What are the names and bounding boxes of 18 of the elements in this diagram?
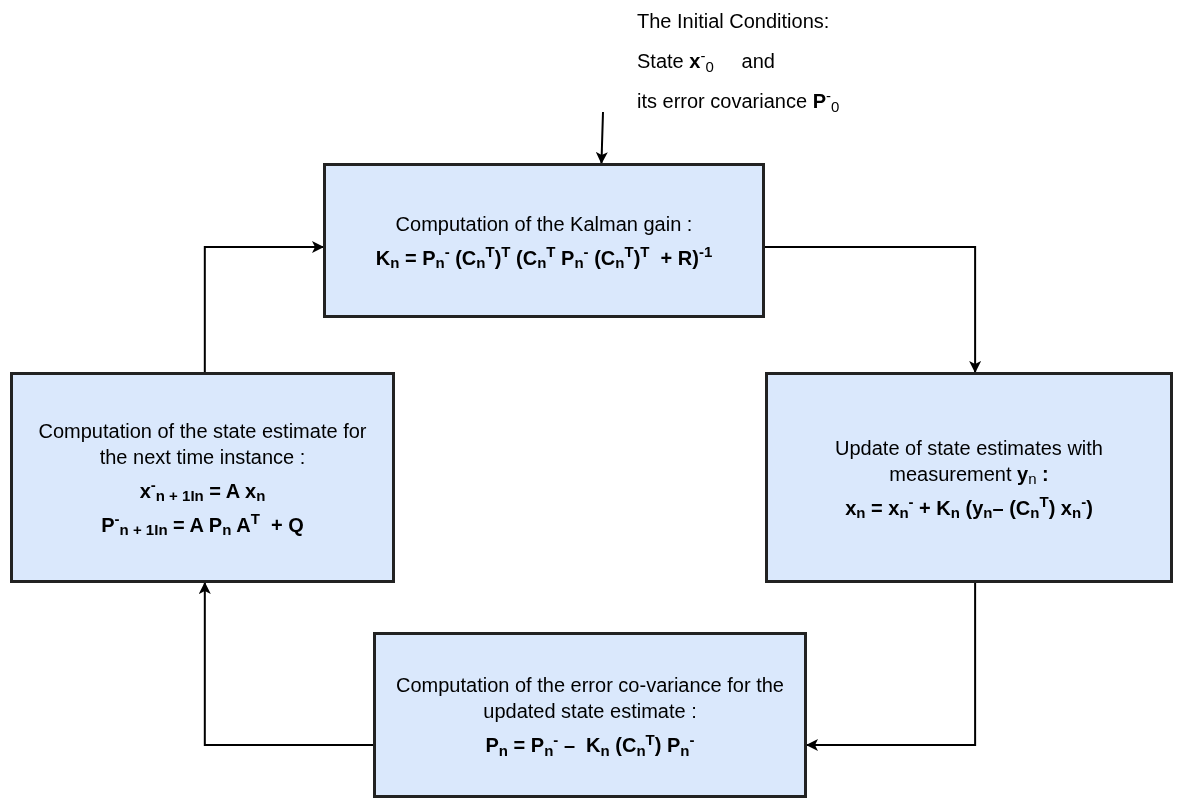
formula: P$^{-}$$_{n + 1In}$ = A P$_{n}$ A$^{T}$ + Q: [101, 511, 304, 538]
formula: K$_{n}$ = P$_{n}$$^{-}$ (C$_{n}$$^{T}$)$^{T}$ (C$_{n}$$^{T}$ P$_{n}$$^{-}$ (C$_{n}$$^{T}$)$^{T}$ + R)$^{-1}$: [375, 244, 713, 271]
arrow: [764, 246, 982, 373]
arrow: [198, 582, 374, 746]
box-heading: Computation of the state estimate for the next time instance :: [37, 418, 368, 470]
arrow: [203, 241, 324, 373]
formula: x$^{-}$$_{n + 1In}$ = A x$_{n}$: [139, 477, 266, 504]
process-box: [373, 632, 807, 798]
annotation-text: The Initial Conditions:: [637, 9, 831, 34]
box-heading: Computation of the error co-variance for the updated state estimate :: [395, 673, 785, 724]
arrow: [806, 582, 977, 751]
arrow: [595, 111, 608, 164]
process-box: [765, 372, 1173, 583]
process-box: [10, 372, 395, 583]
process-box: [323, 163, 765, 318]
formula: x$_{n}$ = x$_{n}$$^{-}$ + K$_{n}$ (y$_{n}$– (C$_{n}$$^{T}$) x$_{n}$$^{-}$): [845, 494, 1093, 521]
box-heading: Update of state estimates with measurement y$_{n}$ :: [834, 435, 1104, 487]
box-heading: Computation of the Kalman gain :: [395, 211, 693, 237]
